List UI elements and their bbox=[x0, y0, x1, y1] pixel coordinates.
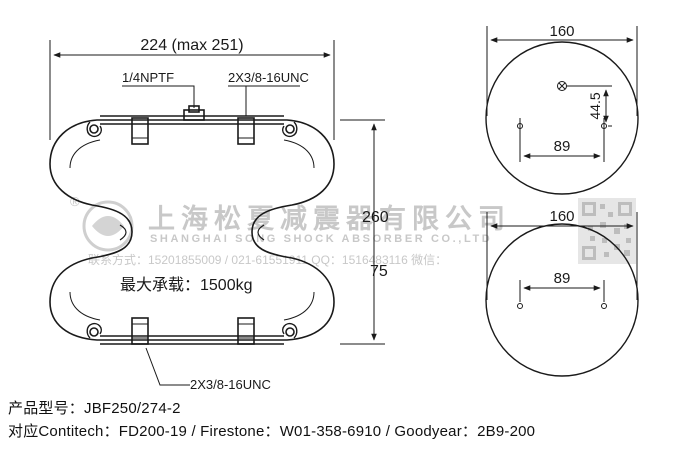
top-stud-right bbox=[237, 117, 255, 145]
min-height-label: 75 bbox=[370, 263, 388, 280]
top-stud-label: 2X3/8-16UNC bbox=[228, 70, 309, 85]
bottom-plate-labels: 160 89 bbox=[549, 208, 574, 287]
port-fitting bbox=[183, 109, 205, 121]
width-label: 224 (max 251) bbox=[140, 37, 243, 54]
bellows-inner-line bbox=[283, 291, 315, 321]
offset-label: 44.5 bbox=[587, 92, 603, 119]
model-number: 产品型号：JBF250/274-2 bbox=[8, 400, 181, 417]
top-crimp-right bbox=[282, 121, 298, 138]
crimp-ring bbox=[285, 327, 295, 337]
cross-reference: 对应Contitech：FD200-19 / Firestone：W01-358… bbox=[8, 423, 536, 440]
side-labels: 224 (max 251) 1/4NPTF 2X3/8-16UNC 2X3/8-… bbox=[120, 37, 389, 392]
top-plate-view bbox=[485, 26, 639, 195]
bottom-stud-hole bbox=[601, 303, 607, 309]
bellows-outline bbox=[49, 119, 335, 341]
qr-code-icon bbox=[578, 198, 636, 264]
watermark-contact: 联系方式：15201855009 / 021-61551911 QQ：15164… bbox=[88, 252, 447, 267]
bellows-inner-line bbox=[283, 139, 315, 169]
top-plate-circle bbox=[485, 41, 639, 195]
bottom-plate-view bbox=[485, 212, 639, 377]
side-view bbox=[49, 105, 335, 345]
girdle-ring-left bbox=[119, 224, 127, 241]
height-label: 260 bbox=[362, 209, 389, 226]
bottom-stud-hole bbox=[517, 303, 523, 309]
port-leader bbox=[122, 85, 195, 108]
bottom-crimp-right bbox=[282, 322, 298, 339]
top-diameter-label: 160 bbox=[549, 23, 574, 40]
bottom-crimp-left bbox=[86, 322, 102, 339]
top-stud-leader bbox=[228, 85, 300, 116]
bottom-diameter-label: 160 bbox=[549, 208, 574, 225]
watermark-company-en: SHANGHAI SONG SHOCK ABSORBER CO.,LTD bbox=[150, 233, 492, 245]
top-spacing-label: 89 bbox=[554, 138, 571, 155]
load-label: 最大承载：1500kg bbox=[120, 276, 253, 294]
bottom-stud-leader bbox=[145, 347, 190, 386]
bottom-stud-left bbox=[131, 317, 149, 345]
side-dimensions bbox=[49, 40, 385, 386]
top-plate-labels: 160 89 44.5 bbox=[549, 23, 603, 155]
bellows-inner-line bbox=[69, 139, 101, 169]
crimp-ring bbox=[89, 124, 99, 134]
bottom-stud-label: 2X3/8-16UNC bbox=[190, 377, 271, 392]
port-label: 1/4NPTF bbox=[122, 70, 174, 85]
bottom-spacing-label: 89 bbox=[554, 270, 571, 287]
crimp-ring bbox=[89, 327, 99, 337]
watermark: ® 上海松夏减震器有限公司 SHANGHAI SONG SHOCK ABSORB… bbox=[70, 194, 636, 267]
bottom-plate-circle bbox=[485, 223, 639, 377]
top-stud-left bbox=[131, 117, 149, 145]
registered-mark: ® bbox=[70, 194, 80, 209]
bellows-inner-line bbox=[69, 291, 101, 321]
watermark-logo bbox=[82, 200, 134, 252]
top-crimp-left bbox=[86, 121, 102, 138]
crimp-ring bbox=[285, 124, 295, 134]
girdle-ring-right bbox=[257, 224, 265, 241]
watermark-company-cn: 上海松夏减震器有限公司 bbox=[148, 204, 511, 234]
bottom-stud-right bbox=[237, 317, 255, 345]
